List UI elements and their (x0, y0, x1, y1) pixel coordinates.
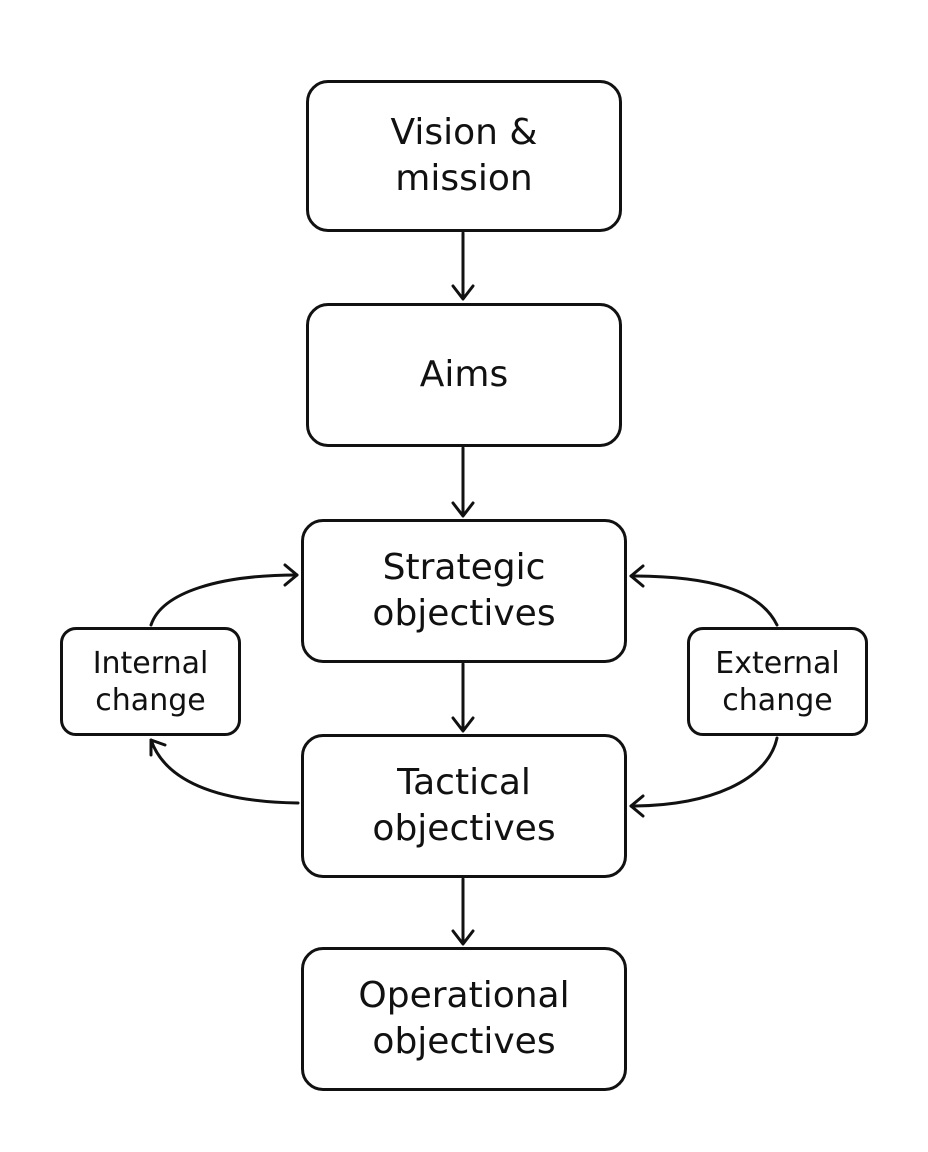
operational-objectives-line-2: objectives (372, 1021, 556, 1062)
aims-box: Aims (306, 303, 622, 447)
tactical-objectives-line-1: Tactical (397, 762, 531, 803)
vision-mission-line-2: mission (395, 158, 533, 199)
arrow-tactical-to-internal-change (149, 738, 300, 805)
operational-objectives-box: Operational objectives (301, 947, 627, 1091)
strategic-objectives-line-2: objectives (372, 593, 556, 634)
internal-change-box: Internal change (60, 627, 241, 736)
aims-label: Aims (419, 354, 509, 395)
external-change-line-1: External (715, 645, 840, 681)
vision-mission-box: Vision & mission (306, 80, 622, 232)
external-change-line-2: change (722, 682, 833, 718)
external-change-box: External change (687, 627, 868, 736)
vision-mission-line-1: Vision & (390, 112, 538, 153)
arrow-strategic-to-tactical (451, 662, 475, 733)
arrow-aims-to-strategic (451, 446, 475, 518)
strategic-objectives-line-1: Strategic (382, 547, 546, 588)
strategic-objectives-box: Strategic objectives (301, 519, 627, 663)
arrow-vision-to-aims (451, 231, 475, 301)
arrow-tactical-to-operational (451, 877, 475, 946)
arrow-external-change-to-tactical (629, 736, 779, 818)
tactical-objectives-box: Tactical objectives (301, 734, 627, 878)
operational-objectives-line-1: Operational (358, 975, 570, 1016)
internal-change-line-2: change (95, 682, 206, 718)
internal-change-line-1: Internal (92, 645, 209, 681)
arrow-external-change-to-strategic (629, 564, 779, 627)
tactical-objectives-line-2: objectives (372, 808, 556, 849)
arrow-internal-change-to-strategic (149, 563, 299, 627)
